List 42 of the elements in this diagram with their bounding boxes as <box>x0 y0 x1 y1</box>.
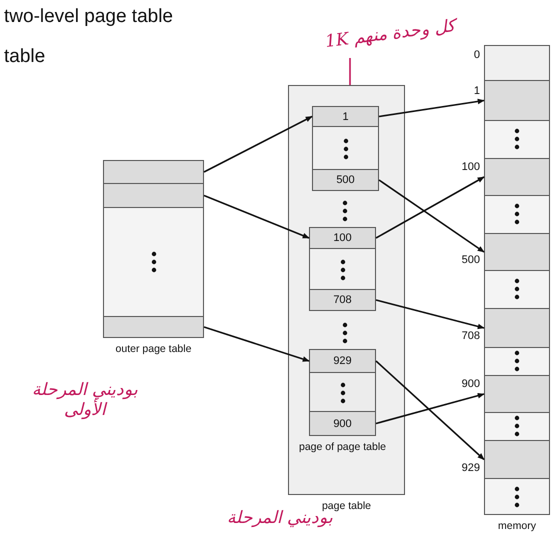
arrow <box>204 194 310 239</box>
table-entry: 500 <box>312 169 379 191</box>
table-entry: 100 <box>309 227 376 249</box>
arrow <box>376 392 485 424</box>
table-caption: memory <box>497 520 537 532</box>
table-entry: 708 <box>309 289 376 311</box>
arrow <box>204 326 310 362</box>
frame-number: 1 <box>472 84 480 96</box>
heading-text: table <box>4 46 46 68</box>
frame-number: 0 <box>472 49 480 61</box>
table-caption: page of page table <box>298 441 387 454</box>
arrow <box>378 98 485 118</box>
frame-number: 929 <box>460 462 480 474</box>
memory-frame <box>484 308 550 348</box>
page-box <box>312 106 379 191</box>
arrow <box>376 176 485 239</box>
arrow <box>376 299 485 330</box>
memory-frame <box>484 80 550 121</box>
page-box <box>309 227 376 311</box>
memory-frame <box>484 158 550 196</box>
handwritten-note: كل وحدة منهم 1K <box>310 14 474 84</box>
table-row <box>103 316 204 338</box>
memory-frame <box>484 440 550 479</box>
frame-number: 500 <box>460 254 480 266</box>
frame-number: 900 <box>460 378 480 390</box>
frame-number: 708 <box>460 330 480 342</box>
memory-frame <box>484 233 550 271</box>
handwritten-note: بوديني المرحلة الأولى <box>30 380 140 421</box>
leader-line <box>349 58 351 85</box>
table-entry: 900 <box>309 411 376 436</box>
table-row <box>103 160 204 184</box>
table-row <box>103 183 204 208</box>
table-entry: 929 <box>309 349 376 373</box>
frame-number: 100 <box>460 161 480 173</box>
arrow <box>375 360 485 460</box>
diagram-title: two-level page table <box>4 6 173 28</box>
arrow <box>204 116 313 173</box>
memory-frame <box>484 375 550 413</box>
table-entry: 1 <box>312 106 379 127</box>
arrow <box>378 179 485 253</box>
table-caption: outer page table <box>114 343 192 356</box>
memory-frame <box>484 45 550 81</box>
